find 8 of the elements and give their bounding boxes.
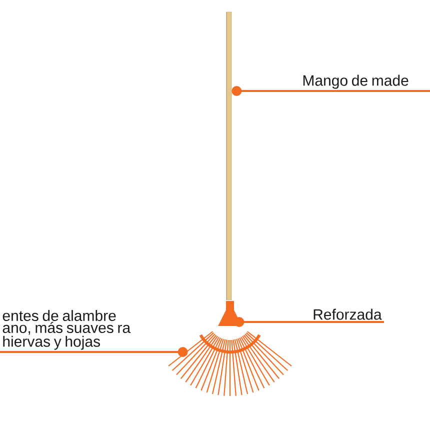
callout-label: Reforzada [314, 308, 382, 320]
callout-label: Mango de made [303, 74, 408, 89]
rake-tines-drawing [168, 331, 292, 396]
leader-line [0, 347, 188, 357]
wooden-handle [226, 12, 232, 300]
callout-label: entes de alambre ano, más suaves ra hiervas y hojas [2, 310, 131, 350]
leader-line [234, 317, 384, 327]
leader-line [232, 86, 430, 96]
